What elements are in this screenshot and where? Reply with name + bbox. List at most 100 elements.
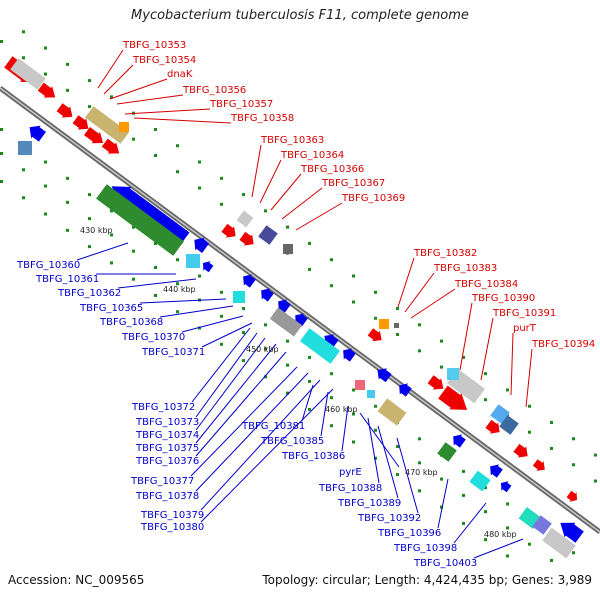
- track-tick: [66, 176, 69, 180]
- track-tick: [308, 267, 311, 271]
- label-leader: [359, 412, 400, 468]
- feature-box: [437, 442, 457, 462]
- label-leader: [281, 187, 323, 220]
- gene-arrow-reverse: [560, 522, 584, 543]
- track-tick: [0, 152, 3, 155]
- track-tick: [528, 542, 531, 546]
- label-leader: [181, 315, 244, 333]
- label-leader: [251, 144, 262, 198]
- backbone-highlight: [0, 87, 600, 533]
- gene-label-reverse: TBFG_10388: [318, 483, 382, 494]
- track-tick: [440, 505, 443, 509]
- track-tick: [264, 209, 267, 213]
- gene-label-reverse: TBFG_10392: [357, 513, 421, 524]
- label-leader: [525, 348, 533, 408]
- gene-label-reverse: TBFG_10377: [130, 476, 194, 487]
- label-leader: [195, 332, 258, 418]
- track-tick: [440, 365, 443, 369]
- scale-label: 440 kbp: [163, 285, 196, 294]
- track-tick: [198, 274, 201, 278]
- feature-box: [532, 515, 552, 535]
- gene-label-reverse: TBFG_10380: [140, 522, 204, 533]
- gene-arrow-forward: [513, 443, 528, 458]
- scale-label: 470 kbp: [405, 468, 438, 477]
- gene-label-forward: TBFG_10356: [182, 85, 246, 96]
- track-tick: [66, 62, 69, 66]
- label-leader: [195, 343, 277, 444]
- track-tick: [308, 407, 311, 411]
- track-tick: [110, 95, 113, 99]
- gene-label-reverse: TBFG_10376: [135, 456, 199, 467]
- feature-box: [85, 106, 129, 144]
- scale-label: 460 kbp: [325, 405, 358, 414]
- feature-marker: [367, 390, 375, 398]
- gene-arrow-forward: [56, 103, 73, 118]
- gene-label-reverse: TBFG_10368: [99, 317, 163, 328]
- track-tick: [506, 554, 509, 558]
- track-tick: [0, 128, 3, 131]
- track-tick: [44, 72, 47, 76]
- track-tick: [506, 526, 509, 530]
- gene-label-forward: TBFG_10366: [300, 164, 364, 175]
- gene-label-reverse: TBFG_10362: [57, 288, 121, 299]
- gene-label-reverse: pyrE: [339, 467, 362, 478]
- label-leader: [97, 49, 124, 89]
- feature-marker: [447, 368, 459, 380]
- gene-label-forward: dnaK: [167, 69, 193, 80]
- track-tick: [352, 300, 355, 304]
- track-tick: [220, 290, 223, 294]
- track-tick: [572, 463, 575, 467]
- track-tick: [286, 225, 289, 229]
- label-leader: [320, 391, 329, 437]
- track-tick: [132, 137, 135, 141]
- track-tick: [484, 486, 487, 490]
- gene-label-reverse: TBFG_10378: [135, 491, 199, 502]
- gene-label-reverse: TBFG_10372: [131, 402, 195, 413]
- feature-marker: [355, 380, 365, 390]
- track-tick: [462, 469, 465, 473]
- gene-arrow-reverse: [500, 481, 512, 493]
- gene-arrow-forward: [438, 385, 468, 410]
- label-leader: [201, 322, 253, 348]
- track-tick: [132, 249, 135, 253]
- feature-box: [469, 470, 491, 492]
- gene-label-reverse: TBFG_10403: [413, 558, 477, 569]
- track-tick: [330, 424, 333, 428]
- gene-arrow-reverse: [343, 348, 356, 362]
- gene-label-forward: TBFG_10367: [321, 178, 385, 189]
- track-tick: [176, 282, 179, 286]
- track-tick: [44, 46, 47, 50]
- gene-label-reverse: TBFG_10396: [377, 528, 441, 539]
- feature-box: [499, 415, 519, 435]
- track-tick: [66, 88, 69, 92]
- feature-marker: [283, 244, 293, 254]
- track-tick: [176, 144, 179, 148]
- gene-arrow-reverse: [377, 368, 392, 383]
- gene-label-reverse: TBFG_10381: [241, 421, 305, 432]
- gene-label-forward: TBFG_10369: [341, 193, 405, 204]
- track-tick: [374, 290, 377, 294]
- track-tick: [176, 310, 179, 314]
- track-tick: [66, 200, 69, 204]
- track-tick: [242, 307, 245, 311]
- track-tick: [484, 510, 487, 514]
- gene-label-reverse: TBFG_10365: [79, 303, 143, 314]
- track-tick: [132, 277, 135, 281]
- track-tick: [22, 30, 25, 34]
- track-tick: [88, 217, 91, 221]
- feature-box: [10, 58, 46, 90]
- gene-label-reverse: TBFG_10375: [135, 443, 199, 454]
- track-tick: [396, 445, 399, 449]
- track-tick: [374, 456, 377, 460]
- label-leader: [396, 437, 419, 514]
- track-tick: [374, 428, 377, 432]
- gene-arrow-forward: [37, 82, 56, 98]
- track-tick: [550, 559, 553, 562]
- gene-label-reverse: TBFG_10373: [135, 417, 199, 428]
- feature-box: [542, 527, 576, 559]
- track-tick: [484, 398, 487, 402]
- track-tick: [220, 314, 223, 318]
- gene-label-reverse: TBFG_10386: [281, 451, 345, 462]
- feature-marker: [233, 291, 245, 303]
